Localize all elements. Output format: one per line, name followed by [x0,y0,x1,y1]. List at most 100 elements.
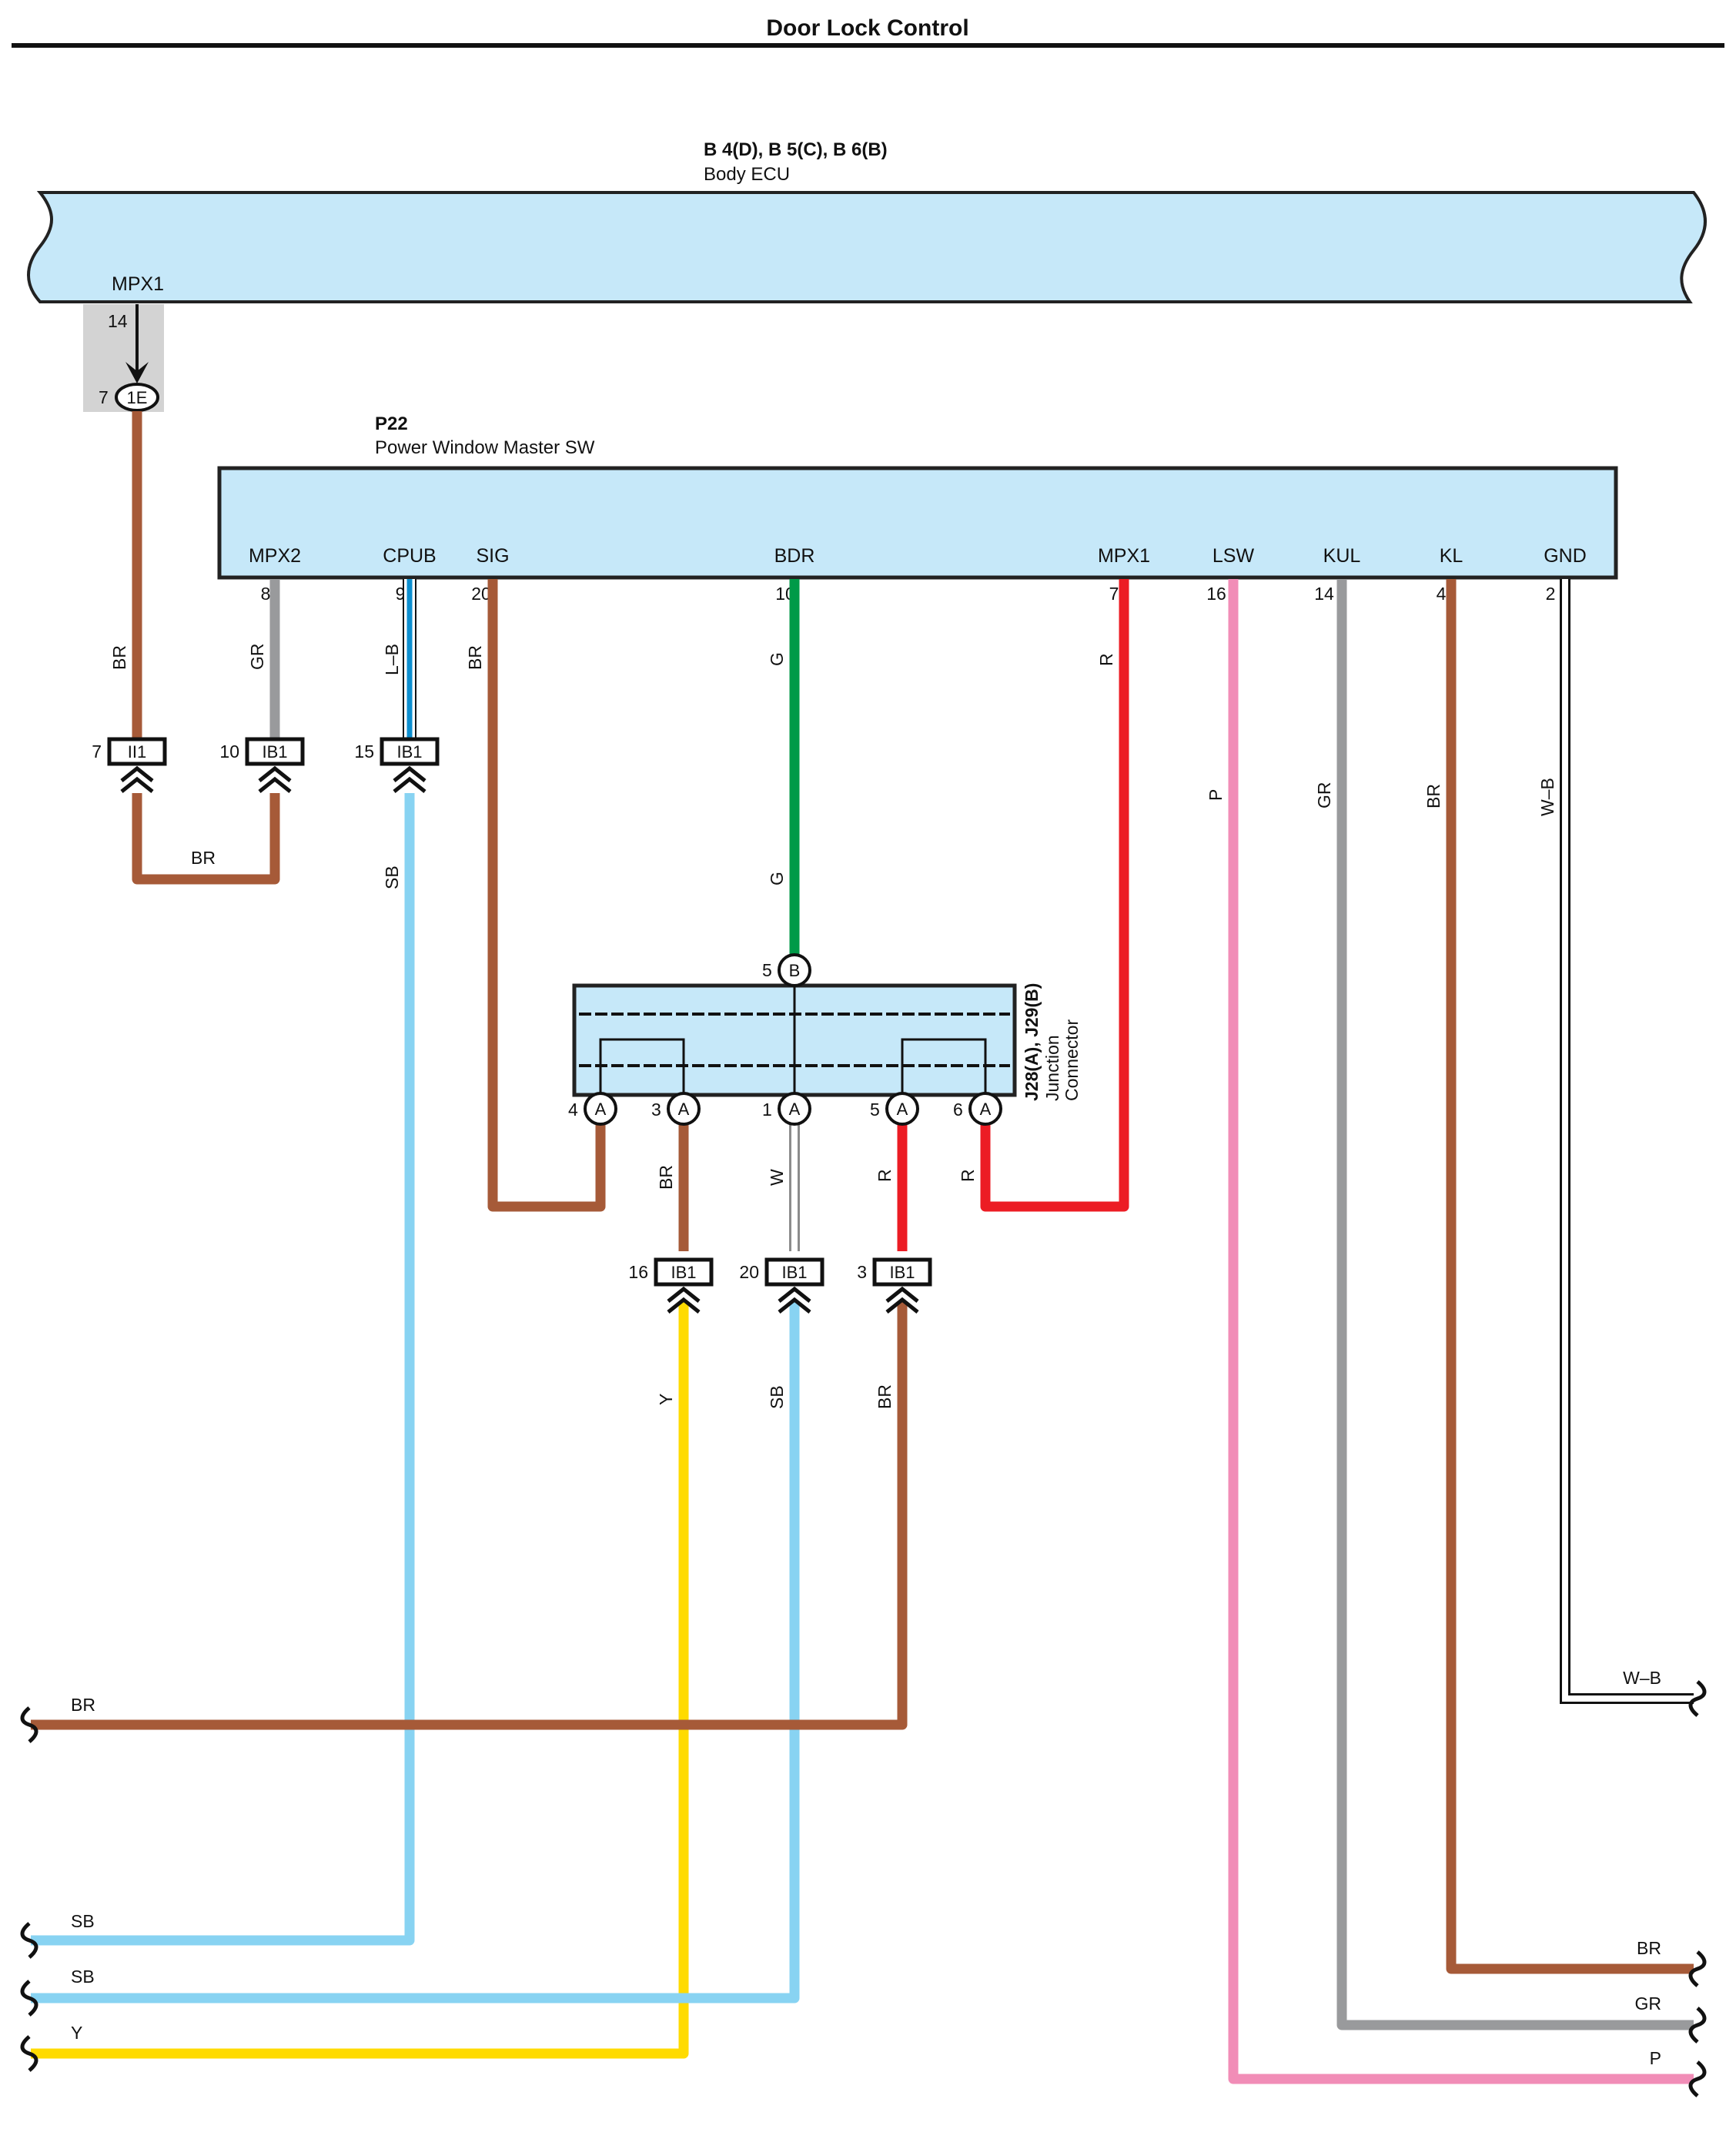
connector-top-1 [245,737,305,766]
wire-label-br-jumper: BR [191,848,216,868]
break-left-br-icon [20,1706,38,1743]
wire-label-r-j6: R [958,1169,978,1182]
body-ecu-box [27,191,1707,303]
junction-pin-a6-no: 6 [953,1100,963,1120]
junction-pin-a4 [584,1092,617,1126]
wire-br-kl [1446,579,1694,1974]
inline-1e-label: 1E [127,388,148,407]
edge-label-left-br: BR [71,1695,95,1715]
break-left-y-icon [20,2035,38,2072]
master-sw-pin-no-kl: 4 [1437,584,1447,604]
connector-top-2-chevron-icon-2 [393,776,426,793]
master-sw-pin-label-cpub: CPUB [383,545,436,567]
body-ecu-pin-label: MPX1 [112,273,164,295]
connector-bottom-0-chevron-icon [667,1286,701,1303]
connector-bottom-2-pin: 3 [857,1262,867,1282]
wire-r-mpx1 [980,579,1129,1212]
edge-label-left-sb1: SB [71,1911,95,1931]
break-left-sb1-icon [20,1922,38,1959]
wire-label-g-lower: G [767,872,787,885]
edge-label-right-wb: W–B [1623,1668,1661,1688]
master-sw-pin-label-lsw: LSW [1213,545,1255,567]
connector-top-0-chevron-icon-2 [120,776,154,793]
connector-bottom-1-label: IB1 [781,1263,807,1282]
junction-pin-a1-no: 1 [762,1100,772,1120]
master-sw-box [217,466,1618,580]
connector-bottom-2 [872,1257,932,1287]
wire-label-gr-kul: GR [1314,782,1334,809]
connector-bottom-2-chevron-icon [885,1286,919,1303]
junction-name-line2: Connector [1062,1019,1082,1101]
wire-br-ib3 [31,1301,908,1730]
master-sw-pin-no-lsw: 16 [1206,584,1226,604]
connector-top-1-pin: 10 [219,741,239,762]
junction-pin-b5-letter: B [789,961,801,980]
master-sw-pin-label-mpx2: MPX2 [249,545,301,567]
connector-top-0 [107,737,167,766]
master-sw-name: Power Window Master SW [375,437,595,458]
connector-bottom-1-chevron-icon-2 [778,1297,811,1314]
connector-bottom-1-pin: 20 [739,1262,759,1282]
body-ecu-name: Body ECU [704,164,790,185]
connector-top-0-chevron-icon [120,765,154,782]
inline-1e-connector [115,383,159,412]
wire-label-br-j3: BR [656,1165,676,1190]
wire-label-w-j1: W [767,1169,787,1186]
break-left-sb2-icon [20,1980,38,2017]
break-right-br-icon [1688,1950,1707,1987]
wire-label-lb-cpub: L–B [382,644,402,675]
junction-name-line1: Junction [1042,1035,1062,1101]
wire-label-gr-mpx2: GR [247,644,267,671]
wire-label-br-sig: BR [465,645,485,670]
connector-top-2-label: IB1 [396,742,422,762]
junction-pin-a3-letter: A [678,1100,690,1119]
wires [31,411,1694,2084]
connector-bottom-0-label: IB1 [671,1263,696,1282]
connector-top-2-pin: 15 [354,741,374,762]
wire-wb-gnd-outline [1560,579,1694,1704]
wire-br-jumper [132,793,280,885]
wire-label-br-ib3: BR [875,1384,895,1409]
connector-top-1-chevron-icon [258,765,292,782]
master-sw-pins: MPX28CPUB9SIG20BDR10MPX17LSW16KUL14KL4GN… [249,545,1587,604]
junction-pin-a6-letter: A [980,1100,992,1119]
master-sw-code: P22 [375,413,408,434]
connector-top-1-chevron-icon-2 [258,776,292,793]
master-sw-pin-label-bdr: BDR [774,545,815,567]
connector-bottom-0-pin: 16 [628,1262,648,1282]
junction-pin-b5-no: 5 [762,960,772,980]
connector-bottom-1 [764,1257,825,1287]
wire-br-sig [487,579,606,1212]
connector-top-0-label: II1 [128,742,146,762]
wire-sb-ib20 [31,1301,800,2003]
junction-link-right [901,1038,987,1097]
diagram-title: Door Lock Control [766,15,968,41]
wire-label-br-kl: BR [1423,784,1443,808]
wire-gr-kul [1336,579,1694,2030]
edge-label-right-p: P [1650,2048,1661,2068]
wire-label-g-upper: G [767,652,787,666]
title-rule [12,43,1724,48]
wire-label-wb-gnd: W–B [1537,778,1557,816]
master-sw-pin-label-kul: KUL [1323,545,1361,567]
edge-label-left-sb2: SB [71,1967,95,1987]
junction-pin-a3-no: 3 [651,1100,661,1120]
junction-pin-a5-no: 5 [870,1100,880,1120]
mpx1-arrow-icon [125,362,149,383]
connector-bottom-0 [654,1257,714,1287]
junction-pin-b5 [778,953,811,987]
wire-y-ib16 [31,1301,689,2059]
junction-pin-a6 [968,1092,1002,1126]
body-ecu-code: B 4(D), B 5(C), B 6(B) [704,139,888,160]
wire-label-sb-ib20: SB [767,1385,787,1409]
wire-label-sb-cpub-down: SB [382,865,402,889]
master-sw-pin-label-kl: KL [1440,545,1463,567]
edge-label-left-y: Y [71,2023,82,2043]
connector-top-2 [380,737,440,766]
wire-label-br-1e: BR [109,645,129,670]
connector-top-0-pin: 7 [92,741,102,762]
connector-bottom-2-label: IB1 [889,1263,915,1282]
